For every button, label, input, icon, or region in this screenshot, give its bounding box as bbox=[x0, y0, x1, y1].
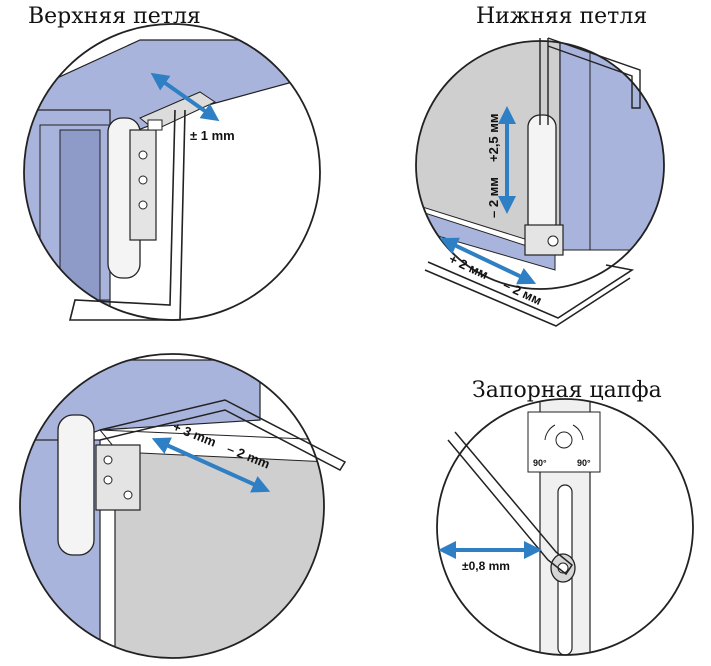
hinge-plate bbox=[129, 129, 157, 241]
label-locking-pin-adjust: ±0,8 mm bbox=[462, 559, 510, 573]
hex-key-locking-pin bbox=[447, 431, 574, 576]
hinge-plate-side bbox=[95, 444, 141, 511]
arrow-horizontal-bottom-hinge bbox=[439, 237, 537, 285]
sash-side-hinge bbox=[114, 449, 324, 658]
panel-top-hinge: ± 1 mm bbox=[23, 23, 321, 321]
title-bottom-hinge: Нижняя петля bbox=[476, 4, 648, 29]
arrow-side-hinge bbox=[151, 437, 271, 493]
panel-border-locking-pin bbox=[436, 398, 694, 656]
hex-key-bottom-hinge-base bbox=[427, 261, 635, 319]
hex-key-top-hinge bbox=[68, 109, 186, 321]
hex-key-side-hinge bbox=[99, 399, 347, 471]
label-top-hinge-adjust: ± 1 mm bbox=[190, 128, 235, 143]
label-angle-right: 90° bbox=[577, 458, 591, 468]
hex-key-bottom-hinge-shaft bbox=[539, 38, 549, 125]
panel-locking-pin: ±0,8 mm 90° 90° bbox=[436, 398, 694, 656]
label-bottom-hinge-up: +2,5 мм bbox=[486, 113, 501, 162]
panel-border-side-hinge bbox=[19, 353, 325, 659]
panel-bottom-hinge: +2,5 мм – 2 мм + 2 мм – 2 мм bbox=[415, 37, 665, 327]
hinge-body-side bbox=[57, 414, 95, 556]
label-bottom-hinge-down: – 2 мм bbox=[486, 177, 501, 218]
hinge-body-bottom bbox=[527, 114, 557, 236]
panel-side-hinge: + 3 mm – 2 mm bbox=[19, 353, 347, 659]
label-angle-left: 90° bbox=[533, 458, 547, 468]
arrow-top-hinge bbox=[150, 72, 220, 122]
